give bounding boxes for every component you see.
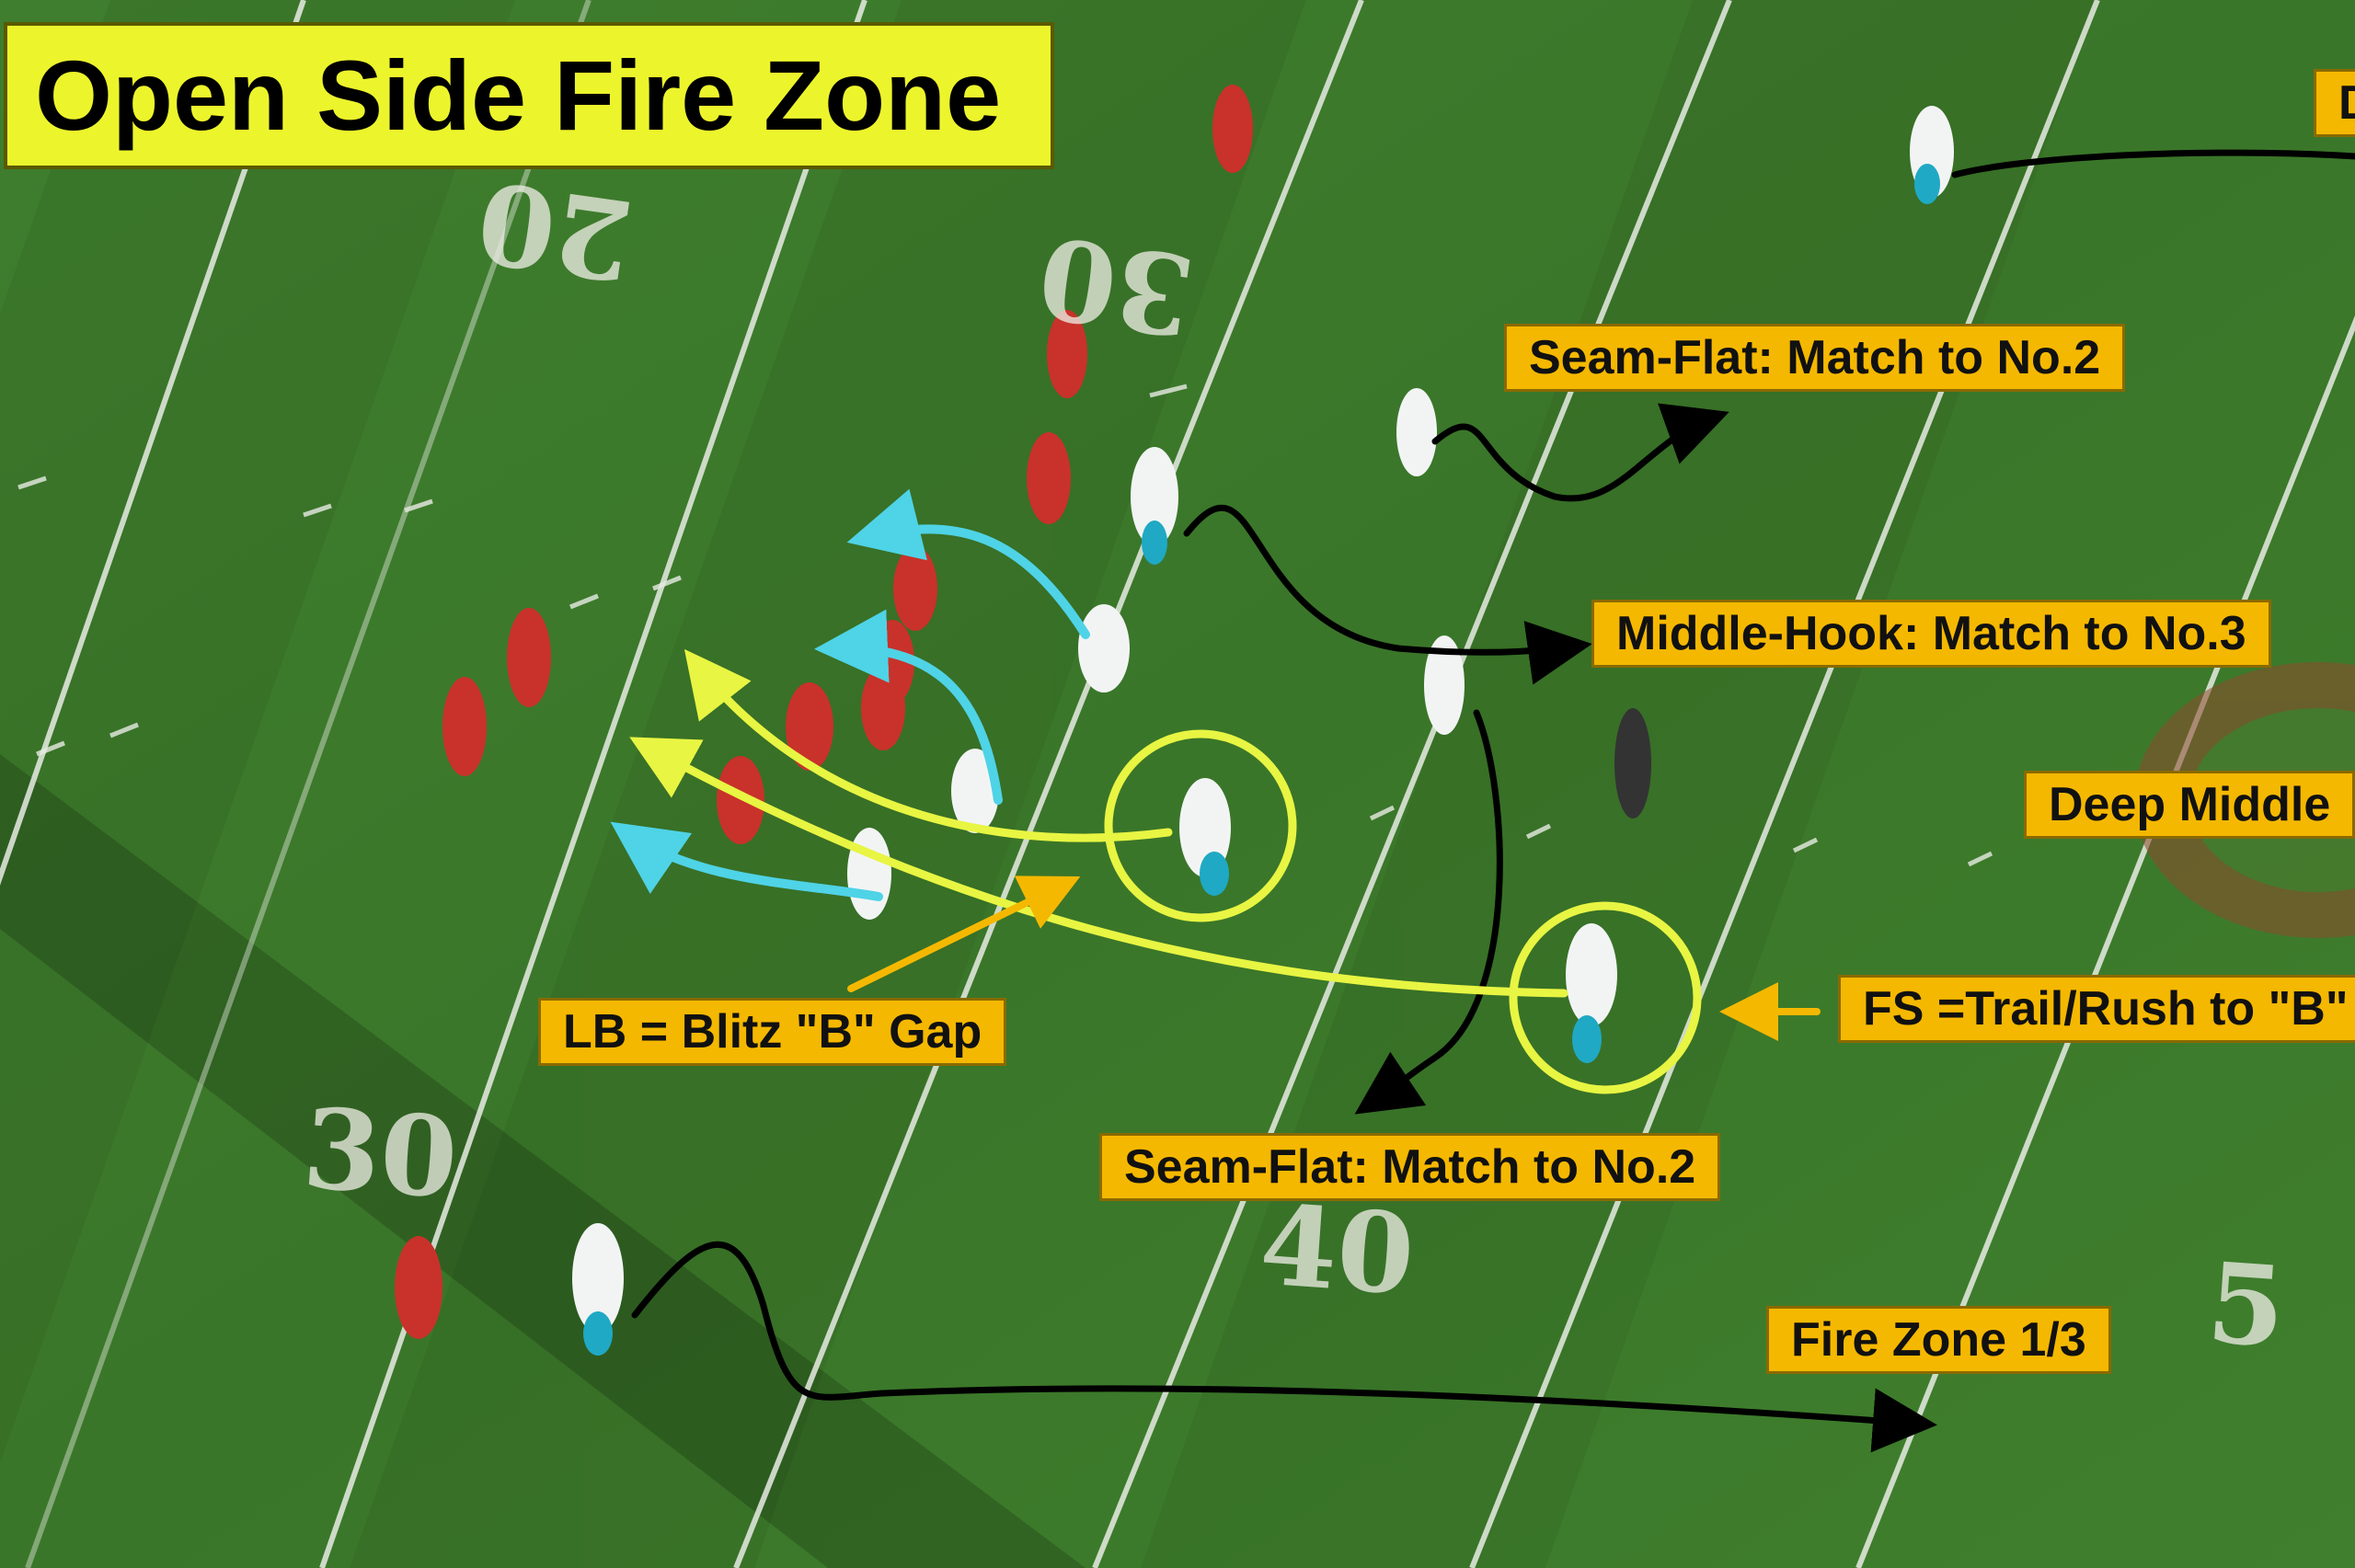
fs-trail-path: [629, 737, 1568, 998]
middle-hook-path: [1183, 504, 1592, 685]
label-seam-flat-bottom: Seam-Flat: Match to No.2: [1099, 1133, 1721, 1201]
yard-number: 40: [1256, 1180, 1419, 1321]
label-pointers: [847, 876, 1821, 1041]
rush-path-2: [814, 609, 1003, 805]
lb-highlight-circle: [1104, 729, 1297, 922]
stadium-shadow: [0, 754, 1086, 1568]
lb-blitz-path: [684, 648, 1173, 842]
label-top-right-cut: D: [2314, 69, 2355, 137]
blitz-paths: [629, 648, 1568, 998]
yard-number: 30: [299, 1083, 462, 1224]
seam-flat-bottom-path: [1354, 709, 1503, 1115]
fs-highlight-circle: [1509, 901, 1702, 1094]
label-seam-flat-top: Seam-Flat: Match to No.2: [1504, 324, 2126, 392]
offense-player: [395, 85, 1253, 1339]
label-fire-zone: Fire Zone 1/3: [1766, 1306, 2111, 1374]
label-fs-trail: FS =Trail/Rush to "B": [1838, 975, 2355, 1043]
players: [395, 85, 1954, 1356]
defense-player: [572, 106, 1954, 1356]
rush-path-1: [846, 488, 1090, 639]
rush-path-3: [610, 821, 883, 901]
hash-marks: [17, 383, 1993, 867]
label-lb-blitz: LB = Blitz "B" Gap: [538, 998, 1007, 1066]
fire-zone-path: [631, 1241, 1937, 1453]
lb-pointer: [847, 876, 1081, 992]
rush-paths: [610, 488, 1090, 901]
seam-flat-top-path: [1431, 403, 1729, 502]
referee: [1614, 708, 1651, 818]
page-title: Open Side Fire Zone: [4, 22, 1055, 169]
label-deep-middle: Deep Middle: [2024, 771, 2355, 839]
yard-number: 30: [1030, 211, 1201, 361]
yard-number: 5: [2203, 1238, 2290, 1373]
coverage-paths: [631, 149, 2355, 1453]
label-middle-hook: Middle-Hook: Match to No.3: [1591, 600, 2271, 668]
deep-middle-path: [1951, 149, 2355, 178]
yard-number: 20: [469, 155, 640, 305]
